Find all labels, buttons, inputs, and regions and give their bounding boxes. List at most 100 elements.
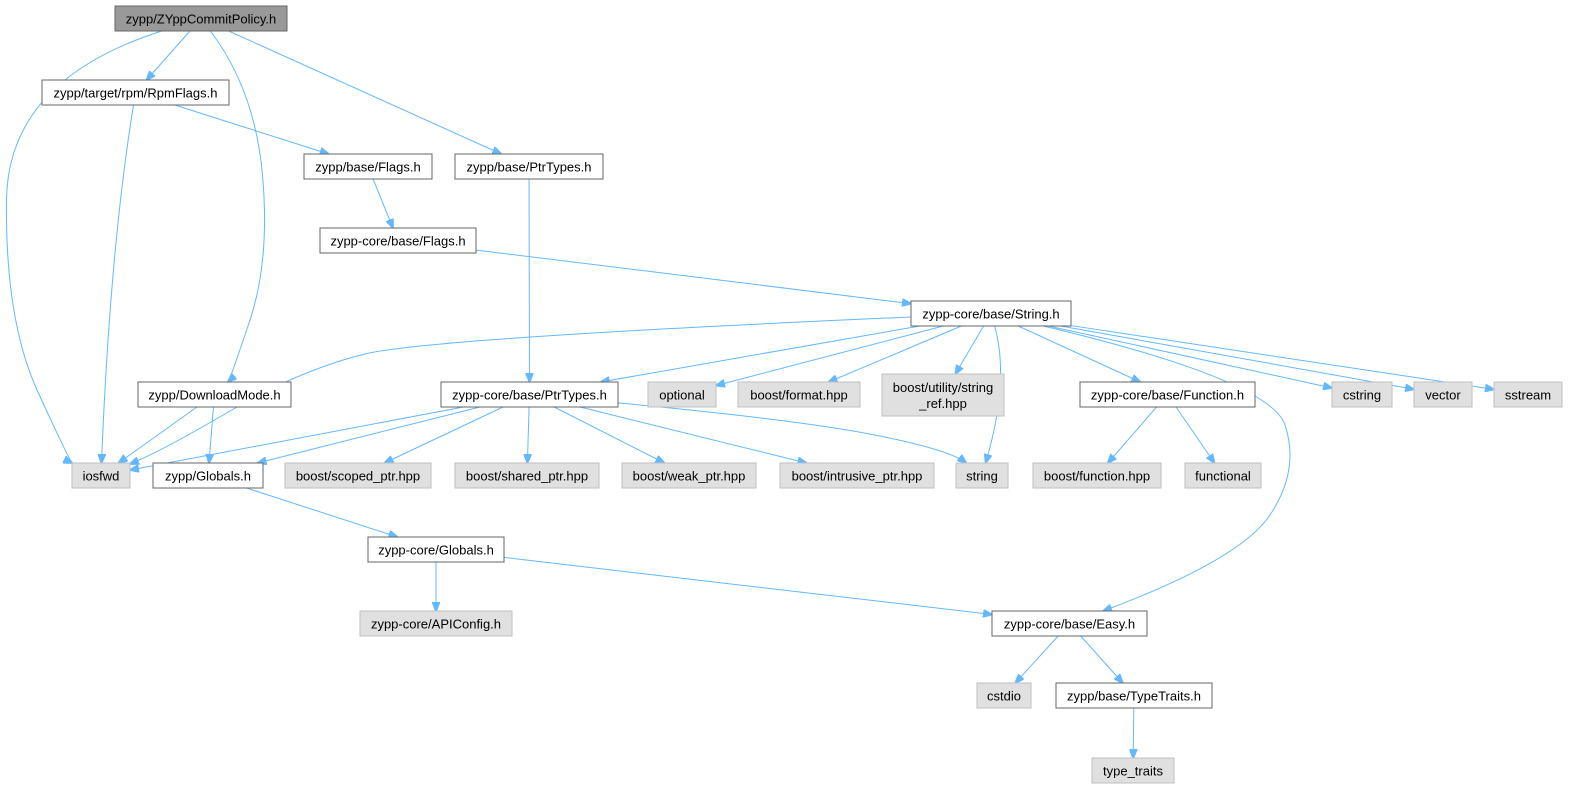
edge-core_ptrtypes-to-boost_shared (527, 406, 529, 463)
node-label: zypp/target/rpm/RpmFlags.h (53, 86, 217, 101)
node-label: vector (1425, 388, 1461, 403)
node-base_flags[interactable]: zypp/base/Flags.h (303, 153, 433, 180)
node-box (284, 462, 432, 489)
node-core_easy[interactable]: zypp-core/base/Easy.h (991, 610, 1148, 637)
edge-core_function-to-boost_function (1108, 406, 1157, 463)
node-label: boost/scoped_ptr.hpp (296, 469, 420, 484)
edge-core_ptrtypes-to-string (617, 402, 966, 463)
node-label: zypp/DownloadMode.h (148, 388, 280, 403)
edge-core_string-to-sstream (1070, 325, 1494, 390)
node-box (737, 381, 861, 408)
node-label: zypp-core/APIConfig.h (371, 617, 501, 632)
node-label: zypp-core/base/Flags.h (330, 234, 465, 249)
node-label: boost/function.hpp (1044, 469, 1150, 484)
node-label: zypp/base/TypeTraits.h (1067, 689, 1201, 704)
node-box (1331, 381, 1393, 408)
node-label: boost/utility/string (893, 380, 993, 395)
node-label: type_traits (1103, 764, 1163, 779)
node-label: zypp/Globals.h (165, 469, 251, 484)
node-boost_stringref: boost/utility/string_ref.hpp (881, 373, 1005, 417)
node-box (454, 153, 604, 180)
node-box (1493, 381, 1563, 408)
node-box (910, 300, 1072, 327)
edge-rpmflags-to-iosfwd (101, 104, 134, 463)
node-base_ptrtypes[interactable]: zypp/base/PtrTypes.h (454, 153, 604, 180)
edge-core_easy-to-cstdio (1015, 635, 1059, 683)
node-cstring: cstring (1331, 381, 1393, 408)
node-box (319, 227, 477, 254)
edge-core_ptrtypes-to-globals (258, 406, 481, 463)
node-box (303, 153, 433, 180)
node-box (440, 381, 619, 408)
node-box (779, 462, 935, 489)
node-label: _ref.hpp (918, 396, 967, 411)
node-box (991, 610, 1148, 637)
edge-core_string-to-optional (716, 325, 944, 386)
node-label: optional (659, 388, 705, 403)
edge-core_ptrtypes-to-boost_scoped (384, 406, 504, 463)
node-typetraits_h[interactable]: zypp/base/TypeTraits.h (1055, 682, 1213, 709)
edge-core_ptrtypes-to-boost_weak (553, 406, 664, 463)
edge-core_string-to-core_easy (1043, 325, 1291, 611)
node-type_traits: type_traits (1091, 757, 1175, 784)
node-boost_weak: boost/weak_ptr.hpp (621, 462, 757, 489)
node-sstream: sstream (1493, 381, 1563, 408)
node-label: zypp-core/base/Function.h (1091, 388, 1244, 403)
edge-core_ptrtypes-to-boost_intrusive (579, 406, 806, 463)
node-label: zypp/ZYppCommitPolicy.h (126, 12, 277, 27)
node-vector: vector (1413, 381, 1473, 408)
edges-layer (5, 30, 1494, 758)
edge-core_string-to-core_ptrtypes (601, 325, 920, 382)
node-label: zypp/base/Flags.h (315, 160, 421, 175)
edge-downloadmode-to-globals (209, 406, 214, 463)
node-box (647, 381, 717, 408)
node-label: zypp-core/Globals.h (378, 543, 494, 558)
node-globals[interactable]: zypp/Globals.h (152, 462, 264, 489)
node-core_ptrtypes[interactable]: zypp-core/base/PtrTypes.h (440, 381, 619, 408)
node-core_flags[interactable]: zypp-core/base/Flags.h (319, 227, 477, 254)
node-box (955, 462, 1009, 489)
node-box (1091, 757, 1175, 784)
edge-core_flags-to-core_string (475, 249, 911, 304)
edge-core_string-to-core_function (1018, 325, 1140, 382)
node-label: boost/shared_ptr.hpp (466, 469, 588, 484)
node-box (1413, 381, 1473, 408)
edge-root-to-downloadmode (210, 30, 266, 382)
node-box (41, 79, 230, 106)
node-label: zypp-core/base/String.h (922, 307, 1059, 322)
node-box (359, 610, 513, 637)
edge-core_string-to-boost_format (829, 325, 962, 382)
node-core_string[interactable]: zypp-core/base/String.h (910, 300, 1072, 327)
node-box (1032, 462, 1162, 489)
node-box (114, 5, 288, 32)
node-box (152, 462, 264, 489)
node-string: string (955, 462, 1009, 489)
node-boost_intrusive: boost/intrusive_ptr.hpp (779, 462, 935, 489)
node-core_globals[interactable]: zypp-core/Globals.h (367, 536, 505, 563)
node-label: string (966, 469, 998, 484)
node-label: iosfwd (83, 469, 120, 484)
node-root[interactable]: zypp/ZYppCommitPolicy.h (114, 5, 288, 32)
node-label: cstring (1343, 388, 1381, 403)
node-box (1184, 462, 1262, 489)
node-box (71, 462, 131, 489)
node-functional: functional (1184, 462, 1262, 489)
node-iosfwd: iosfwd (71, 462, 131, 489)
edge-typetraits_h-to-type_traits (1133, 707, 1134, 758)
edge-core_globals-to-core_easy (503, 556, 992, 614)
node-box (1055, 682, 1213, 709)
edge-globals-to-core_globals (246, 487, 398, 537)
edge-base_flags-to-core_flags (372, 178, 393, 228)
node-label: functional (1195, 469, 1251, 484)
edge-core_function-to-functional (1175, 406, 1214, 463)
edge-root-to-base_ptrtypes (228, 30, 502, 154)
node-rpmflags[interactable]: zypp/target/rpm/RpmFlags.h (41, 79, 230, 106)
node-core_function[interactable]: zypp-core/base/Function.h (1079, 381, 1256, 408)
node-boost_function: boost/function.hpp (1032, 462, 1162, 489)
node-box (367, 536, 505, 563)
edge-core_easy-to-typetraits_h (1080, 635, 1123, 683)
node-label: zypp-core/base/Easy.h (1004, 617, 1135, 632)
node-downloadmode[interactable]: zypp/DownloadMode.h (137, 381, 292, 408)
node-box (454, 462, 600, 489)
